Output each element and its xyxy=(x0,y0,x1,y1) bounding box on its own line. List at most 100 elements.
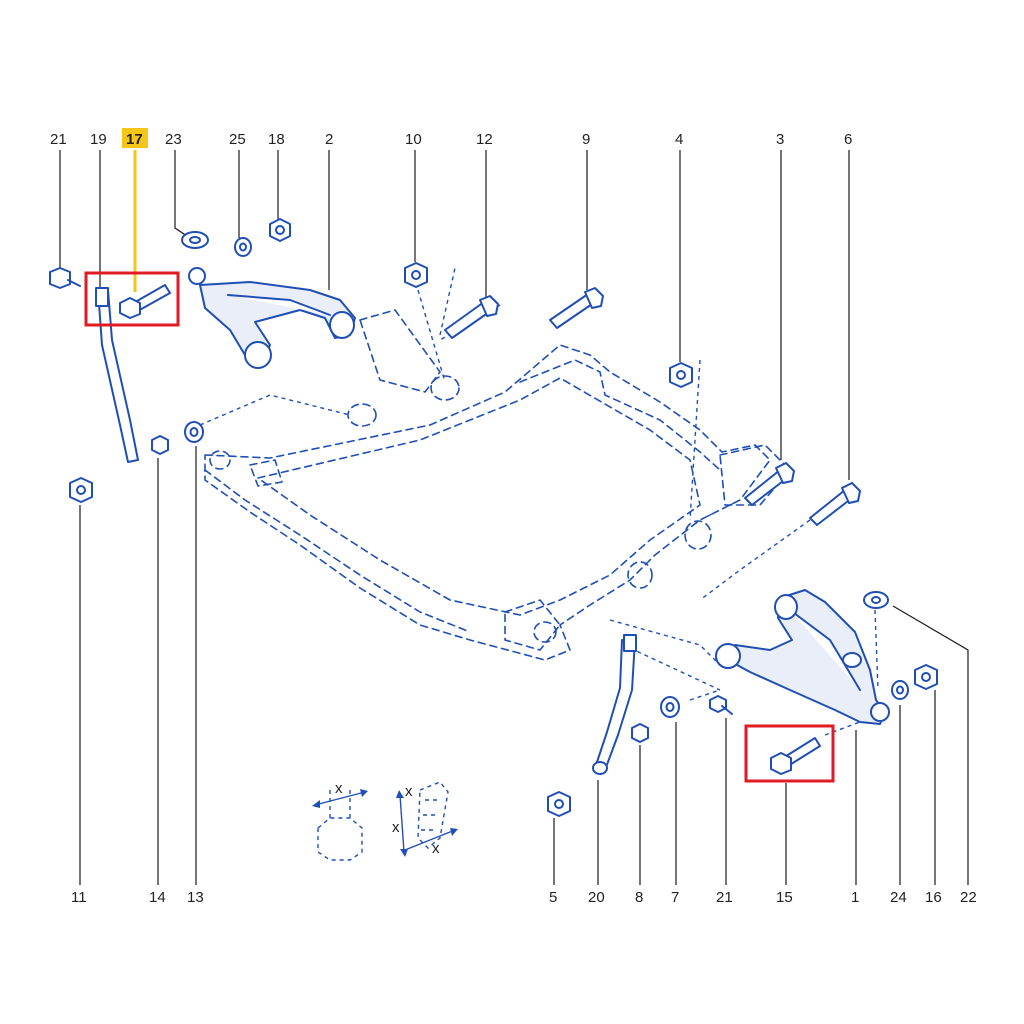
control-arm-left xyxy=(188,267,356,369)
bushing-rear-left xyxy=(430,375,460,401)
bracket-left xyxy=(249,459,283,487)
callout-4: 4 xyxy=(675,131,683,148)
callout-10: 10 xyxy=(405,131,422,148)
bolt-21-bottom xyxy=(709,695,733,715)
callout-13: 13 xyxy=(187,889,204,906)
nut-18 xyxy=(269,218,291,242)
washer-23 xyxy=(181,231,209,249)
ball-joint-right xyxy=(870,702,890,722)
top-callouts: 21 19 17 23 25 18 2 10 12 9 4 3 6 xyxy=(50,128,852,480)
callout-19: 19 xyxy=(90,131,107,148)
washer-25 xyxy=(234,237,252,257)
callout-14: 14 xyxy=(149,889,166,906)
align-lower-arm xyxy=(609,619,721,666)
align-nut-4 xyxy=(689,359,701,521)
bolt-12 xyxy=(444,295,499,339)
callout-17-highlight xyxy=(122,128,148,148)
nut-5 xyxy=(547,791,571,817)
detail-mark-x1: x xyxy=(335,780,343,797)
callout-21-top: 21 xyxy=(50,131,67,148)
callout-5: 5 xyxy=(549,889,557,906)
callout-25: 25 xyxy=(229,131,246,148)
hex-nut-icon xyxy=(631,723,649,743)
subframe-rear-rail xyxy=(519,359,721,471)
detail-mark-x2: x xyxy=(392,819,400,836)
nut-14 xyxy=(151,435,169,455)
nut-10 xyxy=(404,262,428,288)
align-bolt-10 xyxy=(439,267,456,336)
callout-12: 12 xyxy=(476,131,493,148)
leader-23 xyxy=(174,150,191,239)
bushing-lower-right xyxy=(533,621,557,643)
stabilizer-link-left xyxy=(95,287,139,463)
align-bolt-6 xyxy=(699,519,811,601)
nut-8 xyxy=(631,723,649,743)
nut-16 xyxy=(914,664,938,690)
callout-23: 23 xyxy=(165,131,182,148)
callout-20: 20 xyxy=(588,889,605,906)
control-arm-right-body xyxy=(727,589,886,725)
detail-bolt-icon xyxy=(417,781,449,849)
bolt-6 xyxy=(809,482,861,526)
callout-15: 15 xyxy=(776,889,793,906)
callout-9: 9 xyxy=(582,131,590,148)
bottom-callouts: 11 14 13 5 20 8 7 21 15 1 24 16 22 xyxy=(71,446,977,906)
subframe-left-rail xyxy=(204,469,471,633)
subframe-outer xyxy=(204,344,771,661)
nut-4 xyxy=(669,362,693,388)
nut-21-top xyxy=(49,267,81,289)
callout-3: 3 xyxy=(776,131,784,148)
control-arm-left-body xyxy=(199,281,356,366)
callout-18: 18 xyxy=(268,131,285,148)
highlight-box-17 xyxy=(84,271,180,327)
callout-8: 8 xyxy=(635,889,643,906)
bushing-rear-right xyxy=(627,561,653,589)
stabilizer-link-left-body xyxy=(97,289,139,463)
callout-6: 6 xyxy=(844,131,852,148)
align-stabilizer-left xyxy=(199,394,351,426)
control-arm-right xyxy=(715,589,890,725)
bolt-3 xyxy=(744,462,795,506)
arm-bushing-right-rear xyxy=(774,594,798,620)
bolt-icon xyxy=(709,695,727,713)
bushing-lower-left xyxy=(209,450,231,470)
bolt-17 xyxy=(119,284,171,319)
detail-nut-icon xyxy=(317,817,363,861)
subframe-inner xyxy=(257,377,701,616)
align-bolt-15 xyxy=(824,721,861,736)
align-bolt-10-down xyxy=(417,289,446,383)
hex-nut-icon xyxy=(49,267,71,289)
arm-bushing-right xyxy=(715,643,741,669)
callout-17: 17 xyxy=(126,131,143,148)
stabilizer-link-right xyxy=(592,634,637,775)
detail-mark-x4: x xyxy=(432,840,440,857)
align-link-20 xyxy=(629,647,721,691)
highlight-box-15 xyxy=(744,724,835,783)
align-nut-7 xyxy=(689,689,721,701)
callout-24: 24 xyxy=(890,889,907,906)
ball-joint-left xyxy=(188,267,206,285)
stabilizer-link-left-top xyxy=(95,287,109,307)
stabilizer-link-right-top xyxy=(623,634,637,652)
bushing-front-right xyxy=(684,520,712,550)
washer-22 xyxy=(863,591,889,609)
stabilizer-link-right-eye xyxy=(592,761,608,775)
washer-13 xyxy=(184,421,204,443)
nut-11 xyxy=(69,477,93,503)
bracket-upper-left xyxy=(359,309,441,393)
control-arm-left-rib xyxy=(227,294,331,316)
arm-bushing-left-rear xyxy=(329,311,355,339)
callout-11: 11 xyxy=(71,889,87,906)
bolt-15 xyxy=(770,737,821,775)
callout-2: 2 xyxy=(325,131,333,148)
callout-21-bottom: 21 xyxy=(716,889,733,906)
arm-bushing-left xyxy=(244,341,272,369)
arm-hole-right xyxy=(842,652,862,668)
subframe-crossmember xyxy=(204,309,791,661)
bracket-right xyxy=(719,444,791,506)
align-washer-22 xyxy=(874,609,879,691)
bracket-lower xyxy=(504,599,561,651)
washer-24 xyxy=(891,680,909,700)
callout-7: 7 xyxy=(671,889,679,906)
